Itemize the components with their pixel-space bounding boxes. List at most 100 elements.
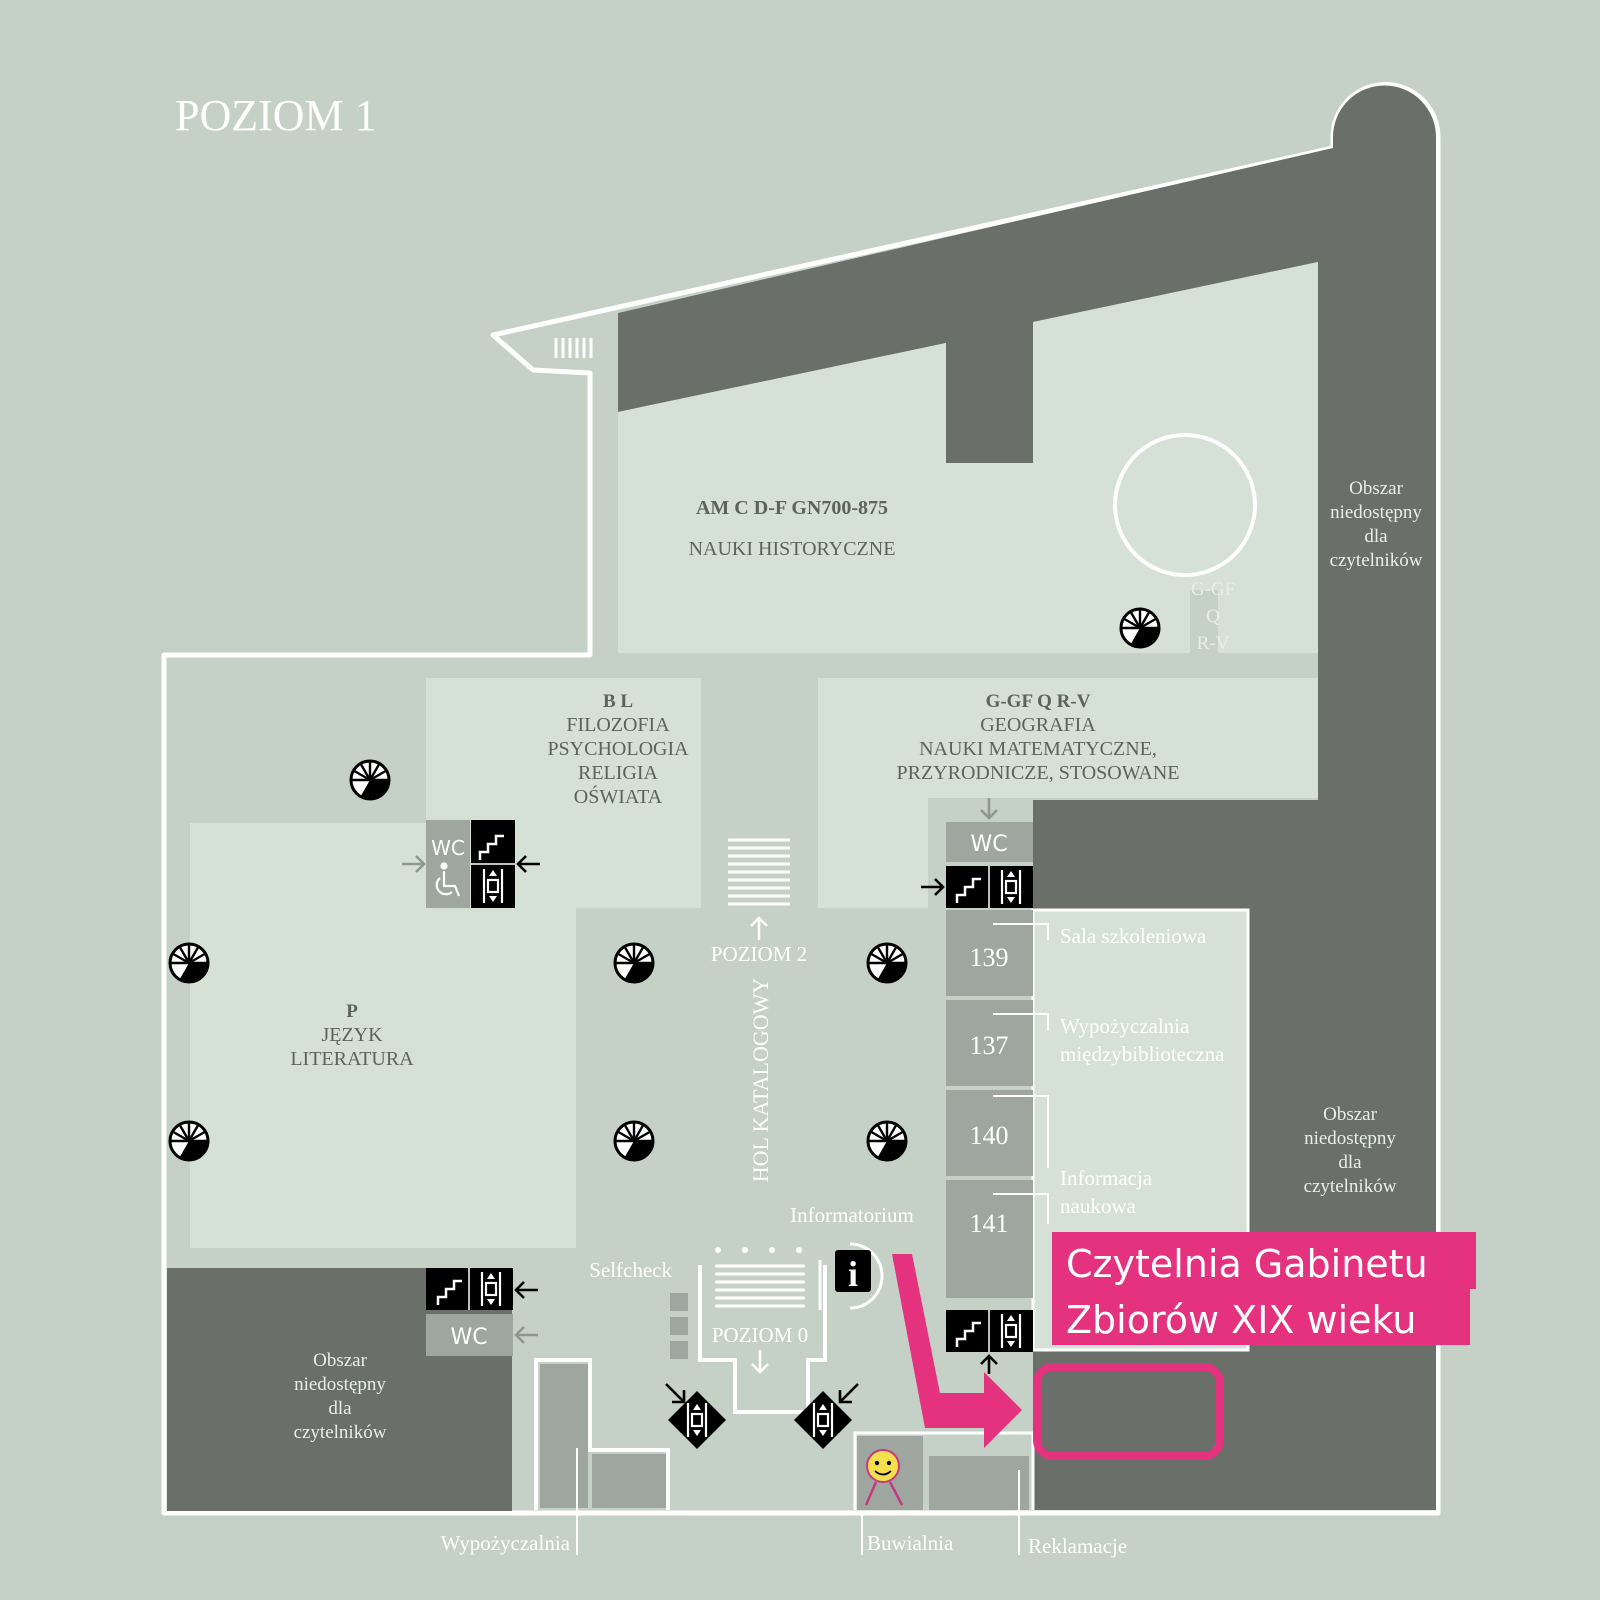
zone-philosophy-line1: FILOZOFIA bbox=[566, 714, 670, 736]
room-block-140[interactable]: 140 bbox=[946, 1090, 1033, 1176]
facility-cluster-left[interactable]: WC bbox=[426, 820, 515, 908]
zone-philosophy-codes: B L bbox=[603, 691, 633, 712]
zone-geography-line3: PRZYRODNICZE, STOSOWANE bbox=[897, 762, 1180, 784]
room-label-wypozyczalnia-mb-2: międzybiblioteczna bbox=[1060, 1042, 1225, 1066]
zone-philosophy-line4: OŚWIATA bbox=[574, 784, 663, 808]
room-number-137: 137 bbox=[970, 1031, 1009, 1060]
zone-language-line1: JĘZYK bbox=[321, 1024, 383, 1046]
room-block-139[interactable]: 139 bbox=[946, 910, 1033, 996]
column-icon bbox=[866, 1120, 908, 1162]
zone-language-line2: LITERATURA bbox=[290, 1048, 414, 1070]
restricted-r-line2: niedostępny bbox=[1304, 1128, 1396, 1149]
arrow-icon bbox=[514, 1326, 538, 1344]
arrow-icon bbox=[514, 1281, 538, 1299]
callout-target-box[interactable] bbox=[1033, 1363, 1224, 1460]
wc-label-bottom: WC bbox=[450, 1325, 487, 1350]
zone-round-room: G-GF Q R-V bbox=[1191, 579, 1235, 654]
arrow-icon bbox=[921, 878, 945, 896]
room-label-informacja-2: naukowa bbox=[1060, 1194, 1136, 1218]
zone-language: P JĘZYK LITERATURA bbox=[290, 1001, 414, 1070]
info-glyph: i bbox=[848, 1254, 858, 1294]
restricted-tr-line2: niedostępny bbox=[1330, 502, 1422, 523]
room-number-139: 139 bbox=[970, 943, 1009, 972]
room-label-wypozyczalnia-mb-1: Wypożyczalnia bbox=[1060, 1014, 1190, 1038]
callout-arrow bbox=[892, 1254, 1022, 1448]
arrow-icon bbox=[402, 855, 426, 873]
arrow-icon bbox=[980, 1354, 998, 1374]
restricted-r-line1: Obszar bbox=[1323, 1104, 1377, 1125]
level-title: POZIOM 1 bbox=[175, 91, 377, 140]
vent-stripes bbox=[554, 338, 593, 358]
facility-cluster-141[interactable] bbox=[946, 1310, 1033, 1352]
hatched-rooms bbox=[540, 1364, 1029, 1510]
informatorium[interactable]: Informatorium i bbox=[790, 1203, 914, 1310]
up-arrow-icon bbox=[750, 916, 768, 940]
zone-language-codes: P bbox=[346, 1001, 358, 1022]
zone-historical-codes: AM C D-F GN700-875 bbox=[696, 497, 888, 519]
round-room-line1: G-GF bbox=[1191, 579, 1235, 600]
zone-geography-codes: G-GF Q R-V bbox=[986, 691, 1091, 712]
arrow-icon bbox=[665, 1383, 686, 1404]
column-icon bbox=[1119, 607, 1161, 649]
arrow-icon bbox=[516, 855, 540, 873]
column-icon bbox=[613, 1120, 655, 1162]
restricted-bl-line3: dla bbox=[328, 1398, 352, 1419]
restricted-r-line3: dla bbox=[1338, 1152, 1362, 1173]
zone-geography-line2: NAUKI MATEMATYCZNE, bbox=[919, 738, 1157, 760]
diamond-lift-left[interactable] bbox=[668, 1391, 726, 1449]
restricted-tr-line4: czytelników bbox=[1330, 550, 1423, 571]
entrance-arrows bbox=[402, 798, 998, 1404]
facility-cluster-right[interactable]: WC bbox=[946, 822, 1033, 908]
info-icon: i bbox=[835, 1250, 871, 1294]
buwialnia-tile[interactable] bbox=[857, 1436, 923, 1510]
column-icon bbox=[168, 942, 210, 984]
restricted-tr-line1: Obszar bbox=[1349, 478, 1403, 499]
restricted-label-bottom-left: Obszar niedostępny dla czytelników bbox=[294, 1350, 387, 1443]
zone-philosophy-line2: PSYCHOLOGIA bbox=[547, 738, 689, 760]
room-block-137[interactable]: 137 bbox=[946, 1000, 1033, 1086]
interior-walls bbox=[534, 1265, 1035, 1510]
callout-line2: Zbiorów XIX wieku bbox=[1066, 1298, 1416, 1342]
diamond-lift-right[interactable] bbox=[794, 1391, 852, 1449]
column-icon bbox=[168, 1120, 210, 1162]
arrow-icon bbox=[838, 1383, 859, 1404]
arrow-icon bbox=[980, 798, 998, 820]
complaints-label: Reklamacje bbox=[1028, 1534, 1127, 1558]
selfcheck-label: Selfcheck bbox=[589, 1258, 672, 1282]
bottom-leaders bbox=[576, 1448, 1020, 1555]
wc-label-right: WC bbox=[970, 832, 1007, 857]
informatorium-label: Informatorium bbox=[790, 1203, 914, 1227]
lending-label: Wypożyczalnia bbox=[441, 1531, 571, 1555]
to-level-2-label: POZIOM 2 bbox=[711, 942, 807, 966]
wheelchair-icon bbox=[435, 862, 461, 897]
room-leader-lines bbox=[993, 923, 1049, 1224]
room-label-informacja-1: Informacja bbox=[1060, 1166, 1153, 1190]
column-icon bbox=[349, 759, 391, 801]
restricted-bl-line1: Obszar bbox=[313, 1350, 367, 1371]
round-room-line3: R-V bbox=[1197, 633, 1230, 654]
room-block-141[interactable]: 141 bbox=[946, 1180, 1033, 1298]
room-number-140: 140 bbox=[970, 1121, 1009, 1150]
zone-geography-line1: GEOGRAFIA bbox=[980, 714, 1096, 736]
restricted-bl-line2: niedostępny bbox=[294, 1374, 386, 1395]
zone-philosophy: B L FILOZOFIA PSYCHOLOGIA RELIGIA OŚWIAT… bbox=[547, 691, 689, 808]
callout: Czytelnia Gabinetu Zbiorów XIX wieku bbox=[892, 1232, 1476, 1460]
column-icon bbox=[866, 942, 908, 984]
restricted-label-top-right: Obszar niedostępny dla czytelników bbox=[1330, 478, 1423, 571]
room-label-sala-szkoleniowa: Sala szkoleniowa bbox=[1060, 924, 1207, 948]
catalog-hall-label: HOL KATALOGOWY bbox=[748, 978, 773, 1183]
restricted-bl-line4: czytelników bbox=[294, 1422, 387, 1443]
selfcheck-kiosks[interactable]: Selfcheck bbox=[589, 1258, 688, 1359]
down-arrow-icon bbox=[751, 1350, 769, 1374]
zone-historical-name: NAUKI HISTORYCZNE bbox=[689, 538, 896, 560]
restricted-label-right: Obszar niedostępny dla czytelników bbox=[1304, 1104, 1397, 1197]
zone-geography: G-GF Q R-V GEOGRAFIA NAUKI MATEMATYCZNE,… bbox=[897, 691, 1180, 784]
stairs-to-level-0[interactable]: POZIOM 0 bbox=[712, 1247, 808, 1374]
wc-label-left: WC bbox=[431, 836, 465, 860]
stairs-to-level-2[interactable]: POZIOM 2 bbox=[711, 838, 807, 966]
facility-cluster-bottom-left[interactable]: WC bbox=[426, 1268, 513, 1356]
round-room-line2: Q bbox=[1206, 606, 1220, 627]
to-level-0-label: POZIOM 0 bbox=[712, 1323, 808, 1347]
restricted-r-line4: czytelników bbox=[1304, 1176, 1397, 1197]
